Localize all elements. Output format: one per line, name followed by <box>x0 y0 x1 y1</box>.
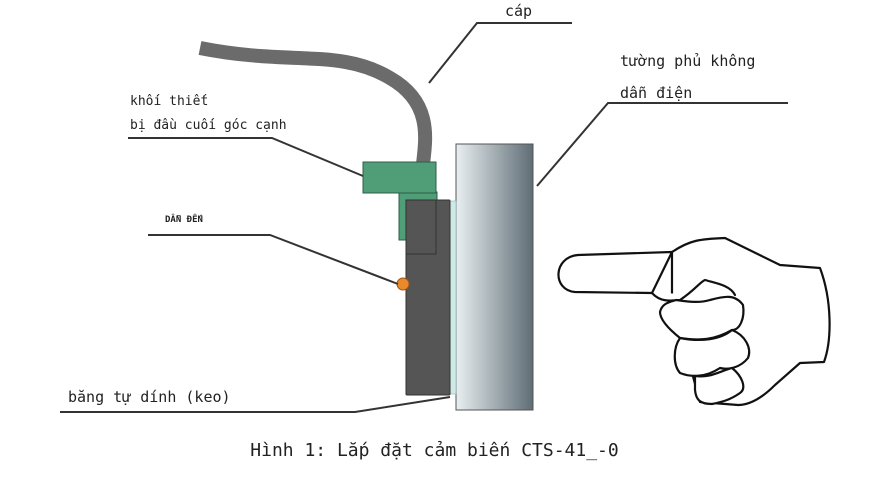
leader-line-lead <box>148 234 399 285</box>
leader-line-wall <box>536 102 788 187</box>
label-adhesive-tape: băng tự dính (keo) <box>68 388 231 406</box>
non-conductive-wall <box>455 143 534 411</box>
label-lead: DẪN ĐẾN <box>165 215 203 225</box>
label-terminal-block-line2: bị đầu cuối góc cạnh <box>130 118 287 133</box>
leader-line-cable <box>428 22 572 84</box>
leader-line-terminal-block <box>128 137 364 177</box>
label-terminal-block-line1: khối thiết <box>130 94 209 109</box>
pointing-hand-icon <box>557 236 831 407</box>
label-wall-line1: tường phủ không <box>620 52 756 70</box>
terminal-block <box>362 161 437 194</box>
sensor-body <box>405 199 451 396</box>
label-wall-line2: dẫn điện <box>620 84 693 102</box>
leader-line-tape <box>60 396 451 413</box>
label-cable: cáp <box>505 2 533 20</box>
figure-caption: Hình 1: Lắp đặt cảm biến CTS-41_-0 <box>250 440 619 461</box>
led-indicator <box>396 277 410 291</box>
sensor-overlap <box>405 199 437 255</box>
cable <box>198 41 433 165</box>
